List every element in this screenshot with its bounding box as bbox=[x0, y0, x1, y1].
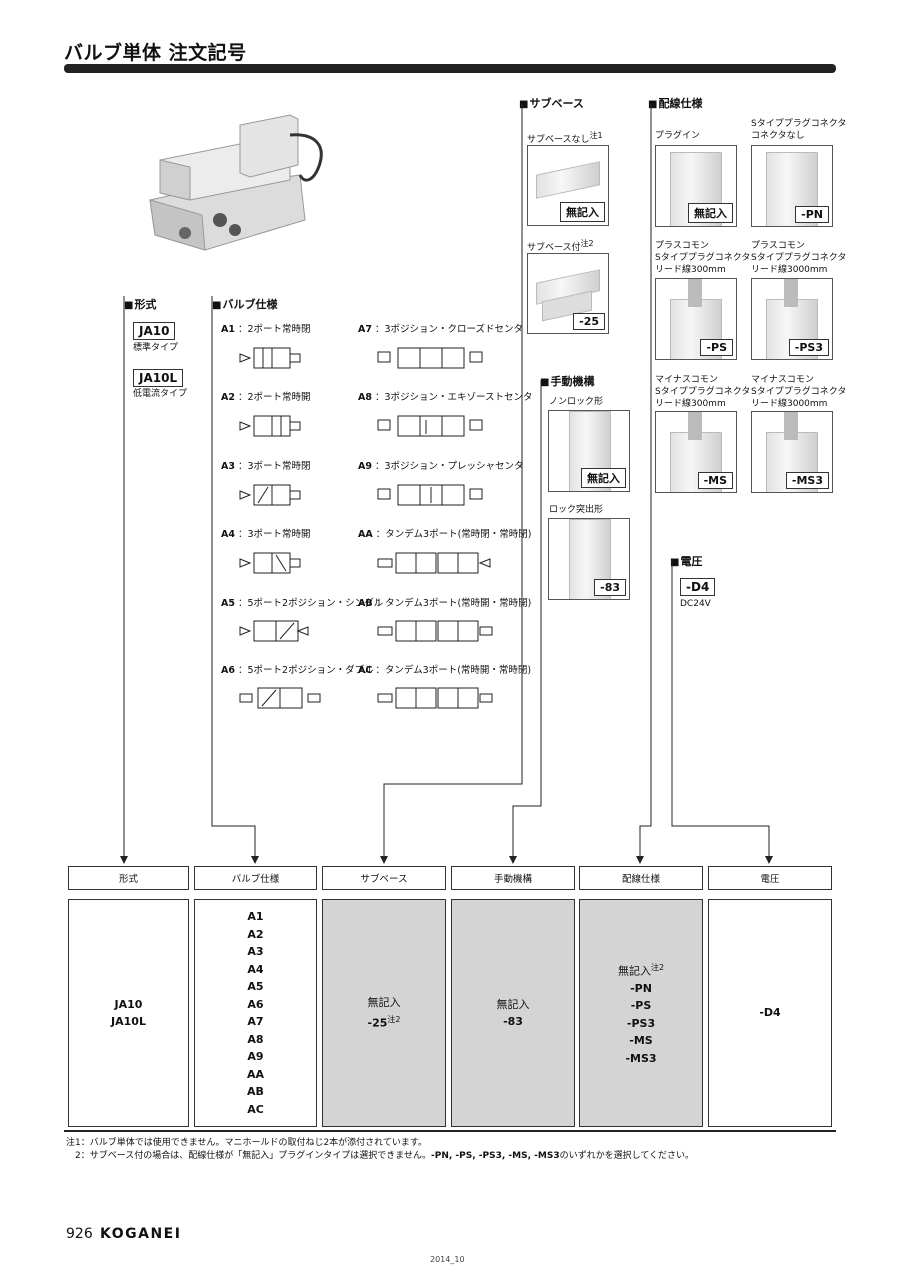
wiring-ps-photo: -PS bbox=[655, 278, 737, 360]
print-date: 2014_10 bbox=[430, 1255, 465, 1264]
table-cell-manual: 無記入 -83 bbox=[451, 899, 575, 1127]
valve-a3-label: A3：3ポート常時閉 bbox=[221, 461, 311, 472]
valve-ab-label: AB：タンデム3ポート(常時開・常時開) bbox=[358, 598, 532, 609]
valve-a4-symbol bbox=[239, 552, 301, 574]
valve-ab-symbol bbox=[377, 620, 493, 642]
valve-a2-label: A2：2ポート常時開 bbox=[221, 392, 311, 403]
valve-a7-label: A7：3ポジション・クローズドセンタ bbox=[358, 324, 524, 335]
model-code-ja10: JA10 bbox=[133, 322, 176, 340]
subbase-none-code: 無記入 bbox=[560, 202, 605, 222]
wiring-ms-code: -MS bbox=[697, 472, 733, 489]
model-section-label: 形式 bbox=[124, 296, 156, 312]
table-cell-voltage: -D4 bbox=[708, 899, 832, 1127]
wiring-pn-code: -PN bbox=[795, 206, 829, 223]
note-2: 2：サブベース付の場合は、配線仕様が「無記入」プラグインタイプは選択できません。… bbox=[75, 1151, 695, 1161]
subbase-with-photo: -25 bbox=[527, 253, 609, 334]
valve-aa-label: AA：タンデム3ポート(常時閉・常時閉) bbox=[358, 529, 532, 540]
subbase-none-label: サブベースなし注1 bbox=[527, 131, 603, 145]
voltage-desc: DC24V bbox=[680, 599, 711, 609]
wiring-pn-label: Sタイププラグコネクタコネクタなし bbox=[751, 119, 847, 141]
subbase-none-photo: 無記入 bbox=[527, 145, 609, 226]
valve-a6-symbol bbox=[239, 687, 321, 709]
note-1: 注1：バルブ単体では使用できません。マニホールドの取付ねじ2本が添付されています… bbox=[66, 1138, 428, 1148]
table-header-manual: 手動機構 bbox=[451, 866, 575, 890]
wiring-section-label: 配線仕様 bbox=[648, 95, 702, 111]
valve-a2-symbol bbox=[239, 415, 301, 437]
brand-logo: KOGANEI bbox=[100, 1226, 182, 1242]
valve-spec-section-label: バルブ仕様 bbox=[212, 296, 277, 312]
wiring-plugin-photo: 無記入 bbox=[655, 145, 737, 227]
wiring-ms3-code: -MS3 bbox=[785, 472, 829, 489]
model-desc-ja10: 標準タイプ bbox=[133, 343, 179, 353]
valve-a6-label: A6：5ポート2ポジション・ダブル bbox=[221, 665, 374, 676]
valve-a1-symbol bbox=[239, 347, 301, 369]
table-bottom-rule bbox=[64, 1130, 836, 1132]
table-header-valve: バルブ仕様 bbox=[194, 866, 317, 890]
valve-a9-label: A9：3ポジション・プレッシャセンタ bbox=[358, 461, 524, 472]
manual-lock-photo: -83 bbox=[548, 518, 630, 600]
page-number: 926 bbox=[66, 1226, 93, 1242]
subbase-section-label: サブベース bbox=[519, 95, 583, 111]
table-header-model: 形式 bbox=[68, 866, 189, 890]
valve-a9-symbol bbox=[377, 484, 483, 506]
table-header-subbase: サブベース bbox=[322, 866, 446, 890]
model-code-ja10l: JA10L bbox=[133, 369, 184, 387]
valve-a3-symbol bbox=[239, 484, 301, 506]
table-cell-subbase: 無記入 -25注2 bbox=[322, 899, 446, 1127]
valve-a5-symbol bbox=[239, 620, 309, 642]
manual-nonlock-label: ノンロック形 bbox=[549, 397, 604, 407]
wiring-ps3-photo: -PS3 bbox=[751, 278, 833, 360]
wiring-plugin-code: 無記入 bbox=[688, 203, 733, 223]
subbase-with-label: サブベース付注2 bbox=[527, 239, 594, 253]
valve-ac-label: AC：タンデム3ポート(常時開・常時閉) bbox=[358, 665, 532, 676]
manual-nonlock-code: 無記入 bbox=[581, 468, 626, 488]
page-title: バルブ単体 注文記号 bbox=[64, 42, 247, 64]
wiring-ms-photo: -MS bbox=[655, 411, 737, 493]
table-header-voltage: 電圧 bbox=[708, 866, 832, 890]
valve-a8-label: A8：3ポジション・エキゾーストセンタ bbox=[358, 392, 533, 403]
valve-ac-symbol bbox=[377, 687, 493, 709]
valve-aa-symbol bbox=[377, 552, 491, 574]
valve-a4-label: A4：3ポート常時開 bbox=[221, 529, 311, 540]
title-rule bbox=[64, 64, 836, 73]
wiring-ps-code: -PS bbox=[700, 339, 733, 356]
table-header-wiring: 配線仕様 bbox=[579, 866, 703, 890]
valve-a8-symbol bbox=[377, 415, 483, 437]
wiring-plugin-label: プラグイン bbox=[655, 131, 701, 141]
manual-section-label: 手動機構 bbox=[540, 373, 594, 389]
manual-nonlock-photo: 無記入 bbox=[548, 410, 630, 492]
valve-a5-label: A5：5ポート2ポジション・シングル bbox=[221, 598, 384, 609]
manual-lock-code: -83 bbox=[594, 579, 626, 596]
voltage-section-label: 電圧 bbox=[670, 553, 702, 569]
voltage-code: -D4 bbox=[680, 578, 716, 596]
valve-a1-label: A1：2ポート常時閉 bbox=[221, 324, 311, 335]
manual-lock-label: ロック突出形 bbox=[549, 505, 604, 515]
subbase-with-code: -25 bbox=[573, 313, 605, 330]
wiring-ps3-code: -PS3 bbox=[788, 339, 829, 356]
wiring-ms3-photo: -MS3 bbox=[751, 411, 833, 493]
product-illustration bbox=[149, 114, 323, 251]
valve-a7-symbol bbox=[377, 347, 483, 369]
wiring-pn-photo: -PN bbox=[751, 145, 833, 227]
table-cell-wiring: 無記入注2 -PN-PS-PS3 -MS-MS3 bbox=[579, 899, 703, 1127]
model-desc-ja10l: 低電流タイプ bbox=[133, 389, 188, 399]
connector-lines bbox=[120, 104, 773, 864]
